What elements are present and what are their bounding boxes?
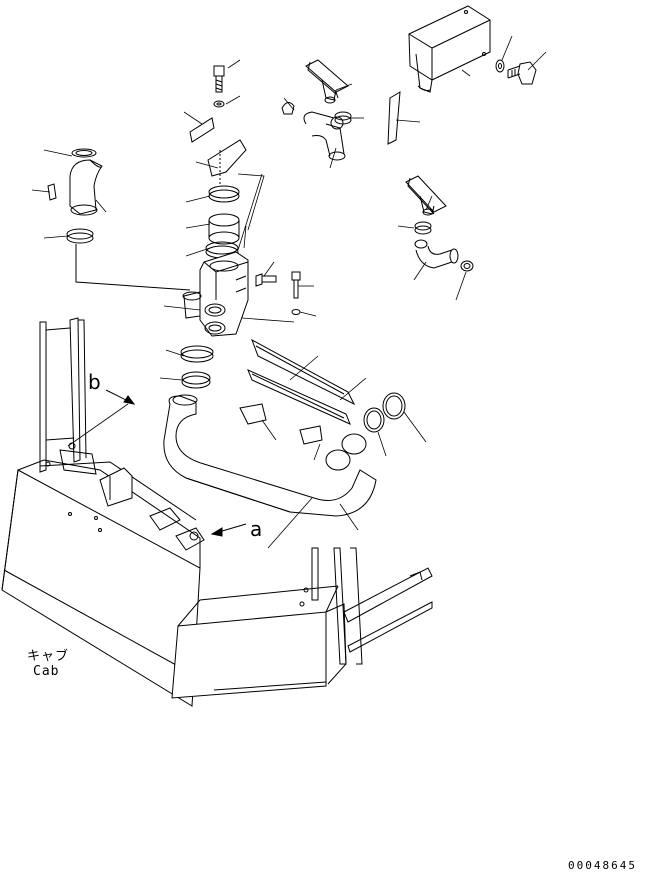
bolt-side — [256, 274, 276, 286]
arrow-view-a — [212, 524, 246, 536]
view-b-label: b — [88, 370, 101, 394]
cab-frame — [2, 318, 432, 706]
cab-label-english: Cab — [33, 664, 60, 679]
clamp-left — [67, 229, 93, 243]
distributor-housing — [183, 252, 248, 336]
cover-rail — [248, 340, 354, 424]
elbow-hose-top — [304, 112, 345, 160]
drawing-number: 00048645 — [568, 859, 637, 872]
oval-clamp-left — [72, 149, 96, 157]
assembly-guide-lines — [238, 174, 262, 250]
clamp-ring-mid — [461, 261, 473, 271]
damper-plate — [208, 140, 246, 186]
gasket-left — [190, 118, 214, 142]
washer-top — [214, 101, 224, 107]
clamp-lower-a — [181, 346, 213, 362]
clamp-ring-lower-a — [364, 408, 384, 432]
duct-box — [409, 6, 490, 92]
clip-small — [282, 102, 294, 114]
bolt-small-right — [292, 272, 300, 298]
elbow-hose-mid — [415, 240, 458, 268]
clamp-stack — [206, 186, 239, 258]
u-duct — [164, 395, 376, 516]
clamp-small-mid — [415, 222, 431, 234]
washer — [496, 60, 504, 72]
clamp-ring-lower-b — [383, 393, 405, 419]
nozzle-upper — [306, 60, 348, 103]
gasket-strip-right — [388, 92, 400, 144]
leader-lines — [32, 36, 546, 548]
bolt — [508, 62, 536, 84]
clamp-lower-b — [182, 372, 210, 388]
bolt-top — [214, 66, 224, 92]
cab-label-japanese: キャブ — [27, 649, 70, 664]
nozzle-lower — [406, 176, 446, 215]
view-a-label: a — [250, 517, 263, 541]
assembly-connector-left — [76, 244, 190, 290]
clip-left — [48, 184, 56, 200]
elbow-duct-left — [70, 160, 102, 215]
washer-right — [292, 310, 300, 315]
arrow-view-b — [68, 390, 134, 446]
